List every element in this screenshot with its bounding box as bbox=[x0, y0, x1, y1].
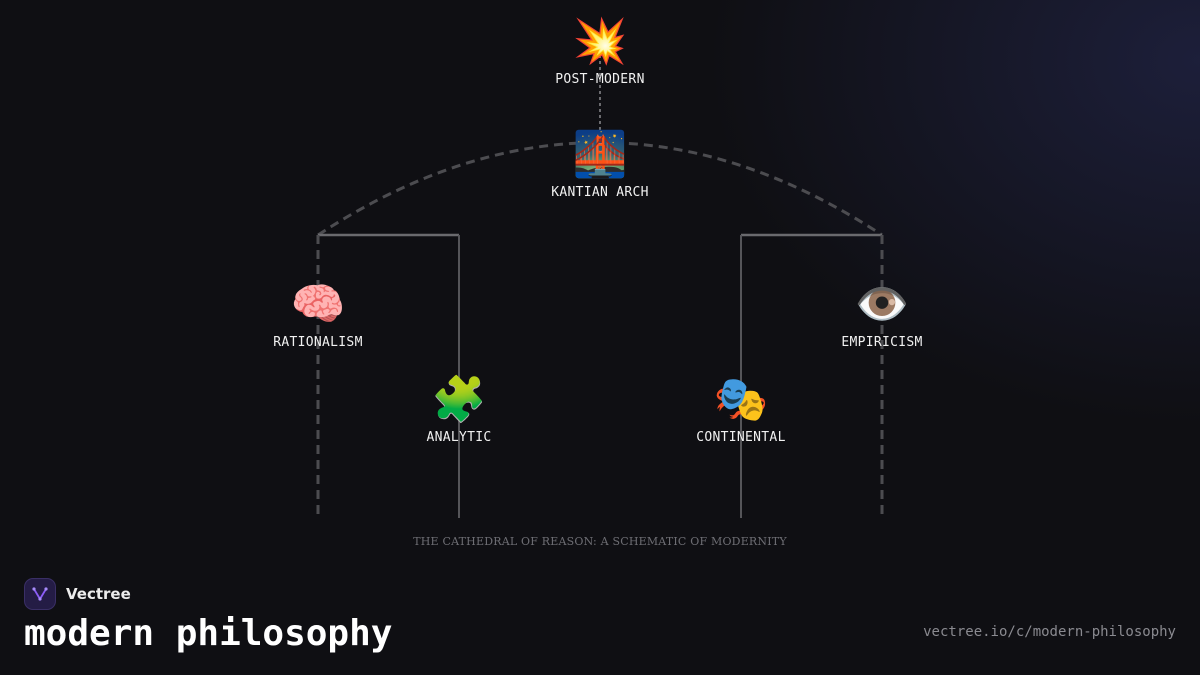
node-continental: 🎭 CONTINENTAL bbox=[641, 374, 841, 445]
node-rationalism: 🧠 RATIONALISM bbox=[218, 279, 418, 350]
brand[interactable]: Vectree bbox=[24, 577, 131, 611]
node-empiricism: 👁️ EMPIRICISM bbox=[782, 279, 982, 350]
node-analytic: 🧩 ANALYTIC bbox=[359, 374, 559, 445]
node-post-modern: 💥 POST-MODERN bbox=[500, 16, 700, 87]
node-label-continental: CONTINENTAL bbox=[696, 430, 786, 445]
theater-masks-icon: 🎭 bbox=[713, 374, 769, 425]
bridge-icon: 🌉 bbox=[572, 129, 628, 180]
diagram-caption: THE CATHEDRAL OF REASON: A SCHEMATIC OF … bbox=[413, 535, 787, 548]
node-label-empiricism: EMPIRICISM bbox=[841, 335, 923, 350]
node-label-rationalism: RATIONALISM bbox=[273, 335, 363, 350]
node-label-kantian-arch: KANTIAN ARCH bbox=[551, 185, 649, 200]
brain-icon: 🧠 bbox=[290, 279, 346, 330]
brand-name: Vectree bbox=[66, 585, 131, 603]
arch-curve bbox=[317, 141, 883, 237]
node-label-post-modern: POST-MODERN bbox=[555, 72, 645, 87]
node-kantian-arch: 🌉 KANTIAN ARCH bbox=[500, 129, 700, 200]
page-url[interactable]: vectree.io/c/modern-philosophy bbox=[923, 624, 1176, 640]
puzzle-icon: 🧩 bbox=[431, 374, 487, 425]
eye-icon: 👁️ bbox=[854, 279, 910, 330]
page-title: modern philosophy bbox=[24, 613, 393, 654]
vectree-logo-icon bbox=[24, 578, 56, 610]
explosion-icon: 💥 bbox=[572, 16, 628, 67]
node-label-analytic: ANALYTIC bbox=[426, 430, 492, 445]
